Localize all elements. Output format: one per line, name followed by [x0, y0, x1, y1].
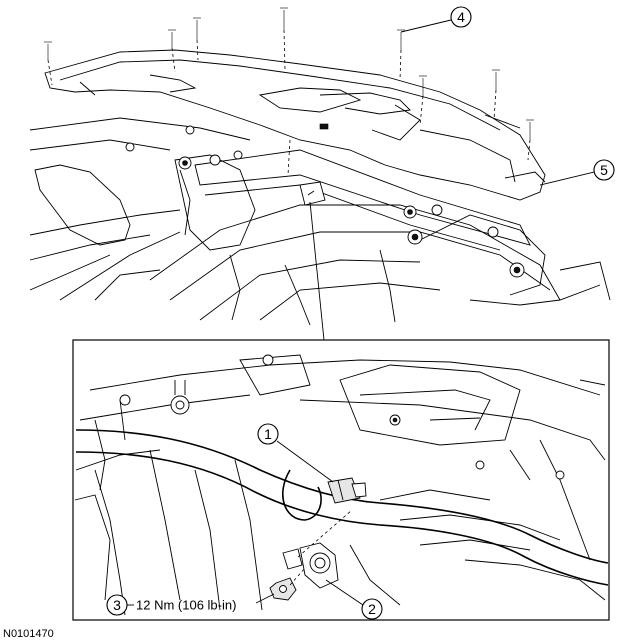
callout-3-number: 3 — [113, 597, 121, 613]
callout-2: 2 — [325, 579, 383, 620]
overview-illustration — [29, 7, 611, 326]
callout-1-number: 1 — [264, 426, 272, 442]
callout-4: 4 — [400, 6, 472, 33]
detail-inset — [72, 339, 610, 621]
callout-5: 5 — [539, 159, 615, 186]
callout-1: 1 — [257, 423, 334, 483]
callout-5-number: 5 — [600, 162, 608, 178]
callout-4-number: 4 — [457, 9, 465, 25]
callout-2-number: 2 — [368, 601, 376, 617]
callout-3: 3 12 Nm (106 lb-in) — [106, 593, 275, 616]
callout-3-torque-spec: 12 Nm (106 lb-in) — [136, 598, 236, 613]
figure-id: N0101470 — [3, 628, 54, 640]
